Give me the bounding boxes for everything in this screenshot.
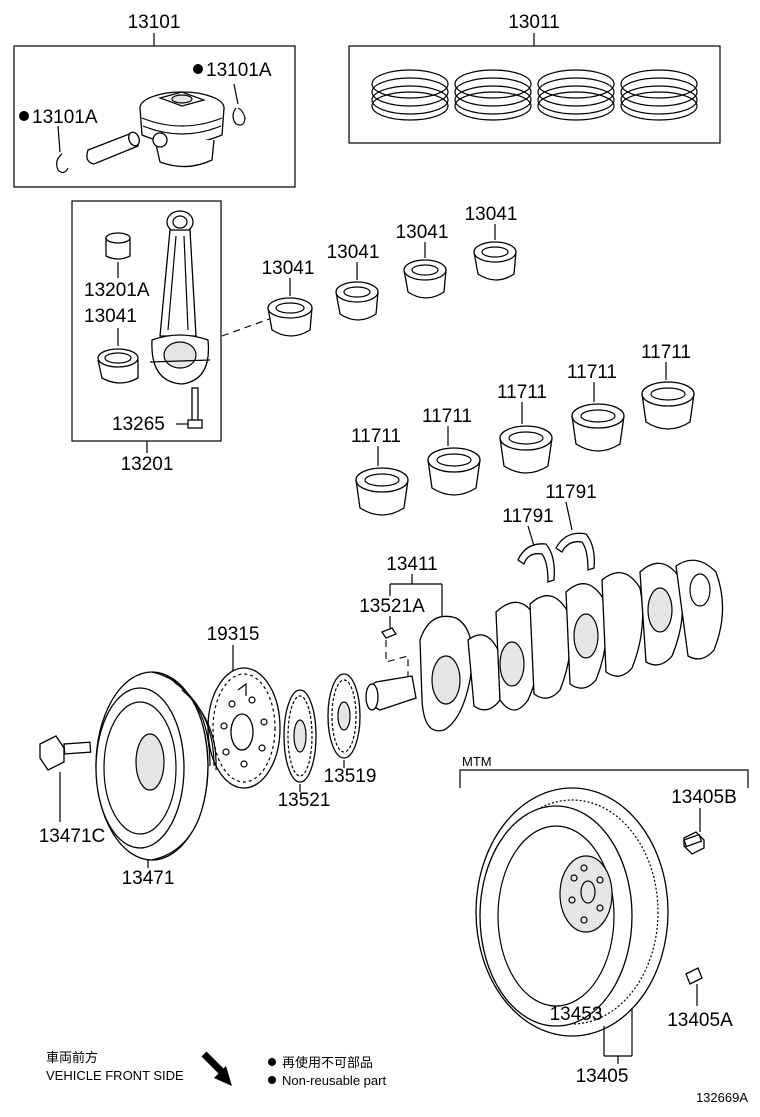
snap-ring-left-icon [56, 153, 69, 174]
thrust-washer-icon [555, 532, 595, 571]
label-13041-inner: 13041 [84, 306, 137, 327]
rod-bearings-group: 13041 13041 13041 13041 [262, 204, 518, 337]
rod-bearing-icon [335, 281, 379, 321]
piston-rings-icon [371, 69, 698, 121]
label-13265: 13265 [112, 414, 165, 435]
main-bearings-group: 11711 11711 11711 11711 11711 [351, 342, 695, 516]
gear-icon [327, 673, 361, 759]
crank-gear-group: 13519 [324, 673, 377, 787]
main-bearing-icon [641, 381, 695, 430]
rod-bearing-icon [267, 297, 313, 337]
thrust-washer-icon [517, 543, 555, 583]
label-13201: 13201 [121, 454, 174, 475]
flywheel-bolt-icon [683, 831, 705, 855]
crank-pulley-group: 13471 [95, 671, 217, 889]
crankshaft-icon [365, 559, 724, 732]
label-13521A: 13521A [359, 596, 425, 617]
label-11711-b: 11711 [422, 406, 472, 427]
label-13405B: 13405B [671, 787, 737, 808]
label-13041-b: 13041 [327, 242, 380, 263]
label-13201A: 13201A [84, 280, 150, 301]
flywheel-icon [475, 787, 669, 1037]
filled-dot-icon [268, 1076, 276, 1084]
crankshaft-group: 13411 13521A [359, 554, 724, 732]
label-13041-d: 13041 [465, 204, 518, 225]
piston-ring-set-group: 13011 [348, 12, 721, 144]
pulley-bolt-group: 13471C [39, 735, 106, 847]
front-side-cn: 車両前方 [46, 1050, 98, 1065]
main-bearing-icon [499, 425, 553, 474]
sprocket-icon [283, 689, 317, 783]
filled-dot-icon [268, 1058, 276, 1066]
nonreusable-dot-icon [19, 111, 29, 121]
label-13011: 13011 [508, 12, 559, 33]
piston-pin-icon [86, 131, 140, 165]
piston-icon [139, 91, 225, 168]
label-11711-e: 11711 [641, 342, 691, 363]
connecting-rod-icon [149, 210, 211, 385]
label-13101A-left: 13101A [32, 107, 98, 128]
label-11791-a: 11791 [502, 506, 553, 527]
label-13471: 13471 [122, 868, 175, 889]
ring-set-box [348, 45, 721, 144]
bushing-icon [105, 232, 131, 260]
label-mtm: MTM [462, 754, 492, 769]
thrust-washers-group: 11791 11791 [502, 482, 597, 583]
rod-bolt-icon [187, 387, 203, 429]
rod-bearing-icon [97, 348, 139, 384]
flywheel-group: MTM 13453 13405 13405B [459, 754, 749, 1087]
nonreusable-cn: 再使用不可部品 [282, 1055, 373, 1070]
label-11711-a: 11711 [351, 426, 401, 447]
front-side-en: VEHICLE FRONT SIDE [46, 1068, 184, 1083]
label-13405A: 13405A [667, 1010, 733, 1031]
diagram-id: 132669A [696, 1090, 748, 1105]
crank-timing-plate-group: 19315 [207, 624, 281, 789]
label-13411: 13411 [386, 554, 437, 575]
dowel-pin-icon [685, 967, 703, 985]
label-13471C: 13471C [39, 826, 106, 847]
label-13041-a: 13041 [262, 258, 315, 279]
connecting-rod-group: 13201 13201A 13041 [71, 200, 222, 475]
pulley-icon [95, 671, 217, 861]
woodruff-key-icon [381, 627, 397, 639]
arrow-down-right-icon [201, 1051, 232, 1086]
piston-group: 13101 13101A 13101A [13, 12, 296, 188]
nonreusable-en: Non-reusable part [282, 1073, 386, 1088]
legend: 車両前方 VEHICLE FRONT SIDE 再使用不可部品 Non-reus… [46, 1050, 748, 1105]
rod-bearing-icon [403, 259, 447, 299]
snap-ring-right-icon [232, 107, 246, 126]
label-11791-b: 11791 [545, 482, 596, 503]
label-11711-d: 11711 [567, 362, 617, 383]
label-13521: 13521 [278, 790, 331, 811]
label-13405: 13405 [576, 1066, 629, 1087]
label-13101: 13101 [128, 12, 181, 33]
label-13519: 13519 [324, 766, 377, 787]
main-bearing-icon [427, 447, 481, 496]
bolt-icon [39, 735, 92, 771]
timing-plate-icon [207, 667, 281, 789]
crank-sprocket-group: 13521 [278, 689, 331, 811]
main-bearing-icon [571, 403, 625, 452]
label-13453: 13453 [550, 1004, 603, 1025]
label-11711-c: 11711 [497, 382, 547, 403]
rod-bearing-icon [473, 241, 517, 281]
label-13041-c: 13041 [396, 222, 449, 243]
main-bearing-icon [355, 467, 409, 516]
label-19315: 19315 [207, 624, 260, 645]
label-13101A-right: 13101A [206, 60, 272, 81]
nonreusable-dot-icon [193, 64, 203, 74]
